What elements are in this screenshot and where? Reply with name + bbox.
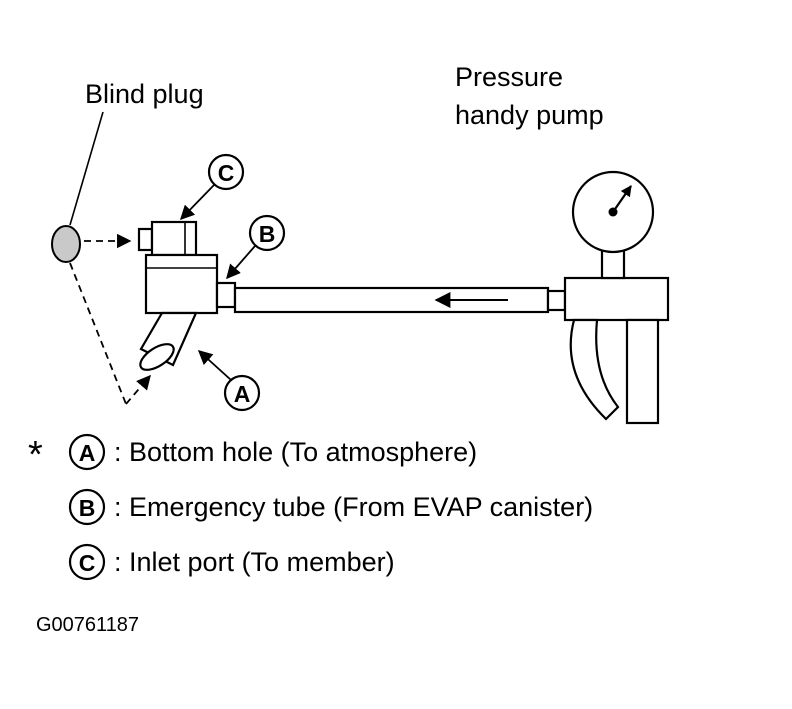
pump-coupler (546, 289, 567, 312)
pump-grip (625, 318, 660, 425)
callout-b-arrow (226, 245, 256, 280)
legend-c-text: : Inlet port (To member) (114, 547, 395, 577)
bottom-hole-tube-opening (139, 343, 175, 371)
callout-a-arrow (197, 350, 232, 381)
figure-id: G00761187 (36, 614, 139, 636)
legend-b-circle (68, 488, 106, 526)
legend-a-circle (68, 433, 106, 471)
callout-c-arrow (179, 184, 215, 221)
legend-b-text: : Emergency tube (From EVAP canister) (114, 492, 593, 522)
blind-plug-label: Blind plug (85, 79, 204, 109)
legend-c-circle (68, 543, 106, 581)
callout-a-letter: A (234, 381, 251, 407)
legend-a-letter: A (79, 440, 96, 466)
blind-plug-dashed-line-bottom (69, 262, 127, 405)
legend-a-text: : Bottom hole (To atmosphere) (114, 437, 477, 467)
gauge-needle-pivot (608, 207, 618, 217)
pump-label-line2: handy pump (455, 100, 604, 130)
callout-a-circle (223, 374, 261, 412)
callout-b-letter: B (259, 221, 276, 247)
blind-plug-shape (51, 225, 81, 263)
emergency-tube-connector (215, 281, 237, 309)
pump-body (563, 276, 670, 322)
pump-label-line1: Pressure (455, 62, 563, 92)
gauge-needle (612, 185, 632, 213)
callout-c-letter: C (218, 160, 235, 186)
legend-star: * (28, 434, 43, 476)
inlet-port (150, 220, 198, 257)
callout-b-circle (248, 214, 286, 252)
legend-b-letter: B (79, 495, 96, 521)
valve-body (144, 253, 219, 315)
blind-plug-dashed-arrow-bottom (125, 374, 151, 405)
callout-c-circle (207, 153, 245, 191)
inlet-port-collar (137, 227, 154, 252)
pump-trigger-lever (569, 318, 620, 421)
legend-c-letter: C (79, 550, 96, 576)
blind-plug-leader-line (69, 111, 104, 226)
